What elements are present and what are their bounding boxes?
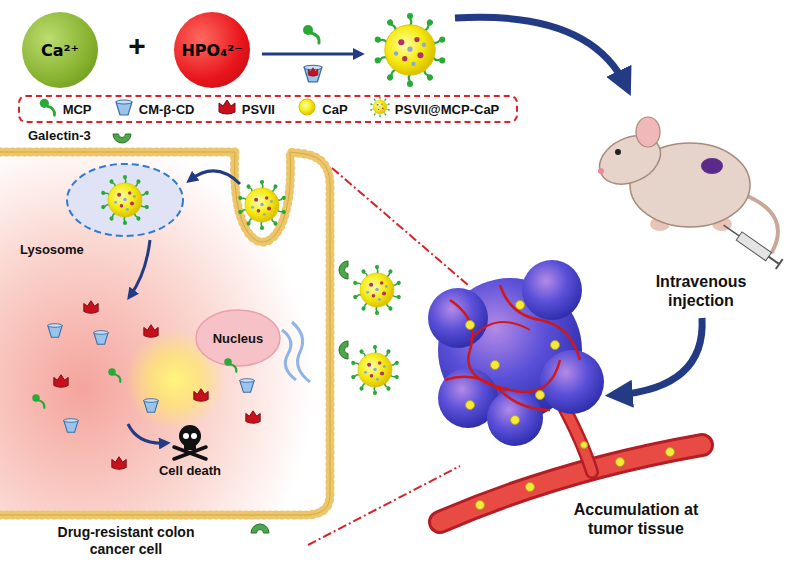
legend-icon xyxy=(369,96,391,122)
legend-icon xyxy=(216,96,238,122)
tumor xyxy=(428,260,604,446)
legend-box: MCP CM-β-CD PSVII CaP PSVII@MCP-CaP xyxy=(18,95,518,123)
step-label: Intravenous injection xyxy=(628,272,774,310)
legend-icon xyxy=(37,96,59,122)
nanoparticle xyxy=(351,265,402,395)
nanoparticle xyxy=(374,13,446,87)
legend-text: MCP xyxy=(63,102,92,117)
released-drug xyxy=(32,301,260,470)
plus-sign: + xyxy=(122,28,152,64)
nanoparticle xyxy=(238,180,287,230)
organelle-label: Nucleus xyxy=(198,331,278,347)
ion-circle: HPO₄²⁻ xyxy=(174,12,250,88)
step-label: Accumulation at tumor tissue xyxy=(556,500,716,538)
legend-item: MCP xyxy=(37,96,92,122)
skull-icon xyxy=(174,425,206,459)
reaction-arrow xyxy=(262,25,360,82)
legend-icon xyxy=(296,96,318,122)
cell-label: Drug-resistant colon cancer cell xyxy=(38,524,214,558)
legend-item: PSVII xyxy=(216,96,275,122)
legend-icon xyxy=(113,96,135,122)
release-arrow xyxy=(130,240,150,296)
legend-item: PSVII@MCP-CaP xyxy=(369,96,499,122)
cancer-cell xyxy=(0,152,330,515)
ion-circle: Ca²⁺ xyxy=(22,12,98,88)
ion-label: Ca²⁺ xyxy=(41,41,79,60)
legend-item: CM-β-CD xyxy=(113,96,195,122)
legend-text: CM-β-CD xyxy=(139,102,195,117)
ion-label: HPO₄²⁻ xyxy=(181,41,242,60)
outcome-label: Cell death xyxy=(140,463,240,479)
legend-text: CaP xyxy=(322,102,347,117)
nucleus xyxy=(196,310,310,382)
mouse xyxy=(592,117,783,269)
death-arrow xyxy=(128,424,166,443)
legend-text: PSVII xyxy=(242,102,275,117)
flow-arrow xyxy=(455,17,626,86)
legend-text: PSVII@MCP-CaP xyxy=(395,102,499,117)
legend-item: CaP xyxy=(296,96,347,122)
organelle-label: Lysosome xyxy=(20,242,112,258)
flow-arrow xyxy=(616,318,702,395)
receptor-label: Galectin-3 xyxy=(28,128,112,144)
uptake-arrow xyxy=(190,171,240,184)
lysosome xyxy=(67,164,183,236)
